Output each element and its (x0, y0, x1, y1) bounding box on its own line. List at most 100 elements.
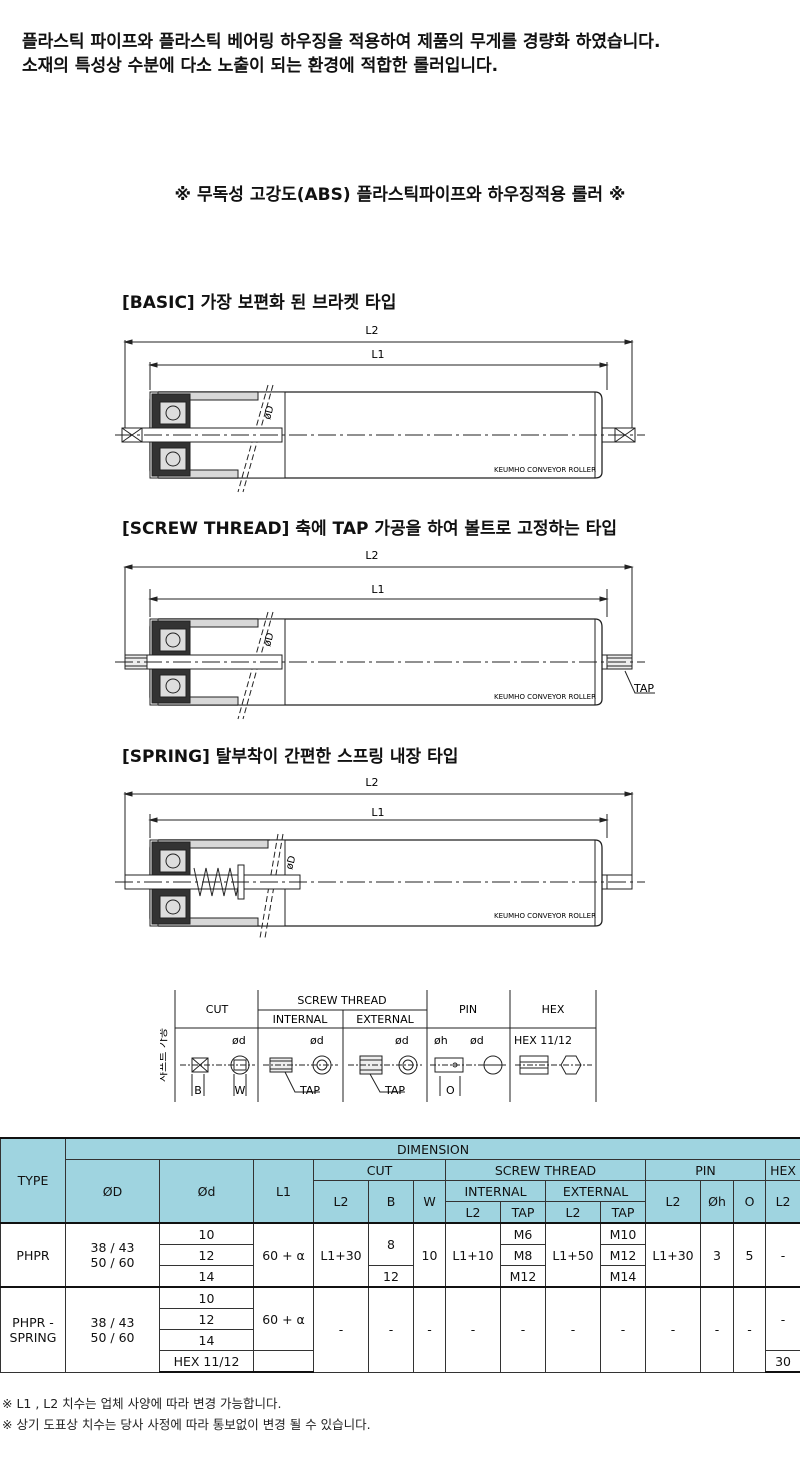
header-pin-o: O (733, 1180, 766, 1224)
phpr-cut-l2: L1+30 (313, 1222, 369, 1288)
section-title-screw: [SCREW THREAD] 축에 TAP 가공을 하여 볼트로 고정하는 타입 (122, 519, 617, 539)
cut-w-label: W (235, 1084, 246, 1097)
internal-phi-d: ød (310, 1034, 324, 1047)
hex-size-label: HEX 11/12 (514, 1034, 572, 1047)
notes: ※ L1 , L2 치수는 업체 사양에 따라 변경 가능합니다. ※ 상기 도… (2, 1393, 371, 1435)
header-pin-l2: L2 (645, 1180, 701, 1224)
dim-l1-label: L1 (371, 583, 384, 596)
brand-label: KEUMHO CONVEYOR ROLLER (494, 693, 596, 701)
header-internal-tap: TAP (500, 1201, 546, 1224)
shaft-hex-header: HEX (542, 1003, 565, 1016)
spring-cut-w: - (413, 1286, 446, 1373)
header-external: EXTERNAL (545, 1180, 646, 1202)
shaft-processing-diagram: 샤프트 가공 CUT SCREW THREAD INTERNAL EXTERNA… (160, 990, 597, 1102)
dim-l2-label: L2 (365, 776, 378, 789)
phpr-int-tap-1: M6 (500, 1222, 546, 1245)
roller-drawing-spring: L2 L1 øD KEUMHO CONVEYOR ROLLER (115, 776, 645, 939)
spring-pin-l2: - (645, 1286, 701, 1373)
spring-hex-l2: 30 (764, 1350, 800, 1373)
table-row: 12 M8 M12 (1, 1244, 800, 1266)
phpr-ext-tap-3: M14 (600, 1265, 646, 1288)
phpr-d-1: 10 (159, 1222, 254, 1245)
intro-text: 플라스틱 파이프와 플라스틱 베어링 하우징을 적용하여 제품의 무게를 경량화… (22, 30, 660, 78)
phpr-pin-oh: 3 (700, 1222, 734, 1288)
dim-l1-label: L1 (371, 348, 384, 361)
section-title-basic: [BASIC] 가장 보편화 된 브라켓 타입 (122, 293, 397, 313)
header-external-l2: L2 (545, 1201, 601, 1224)
phpr-pin-o: 5 (733, 1222, 766, 1288)
shaft-internal-header: INTERNAL (273, 1013, 329, 1026)
phpr-int-tap-2: M8 (500, 1244, 546, 1266)
shaft-pin-header: PIN (459, 1003, 477, 1016)
section-title-spring: [SPRING] 탈부착이 간편한 스프링 내장 타입 (122, 747, 459, 767)
shaft-cut-header: CUT (206, 1003, 229, 1016)
header-d: Ød (159, 1159, 254, 1224)
spring-int-tap: - (500, 1286, 546, 1373)
phpr-cut-b-12: 12 (368, 1265, 414, 1288)
spring-od-1: 38 / 43 (90, 1314, 135, 1330)
header-l1: L1 (253, 1159, 314, 1224)
table-row: 14 12 M12 M14 (1, 1265, 800, 1288)
spring-type: PHPR -SPRING (0, 1286, 66, 1373)
external-tap-label: TAP (384, 1084, 405, 1097)
spring-od-2: 50 / 60 (90, 1329, 135, 1345)
brand-label: KEUMHO CONVEYOR ROLLER (494, 912, 596, 920)
spring-type-2: SPRING (9, 1329, 57, 1345)
pin-phi-d: ød (470, 1034, 484, 1047)
external-phi-d: ød (395, 1034, 409, 1047)
shaft-side-label: 샤프트 가공 (160, 1028, 169, 1082)
phpr-cut-w: 10 (413, 1222, 446, 1288)
diameter-label: øD (262, 631, 276, 647)
header-pin-oh: Øh (700, 1180, 734, 1224)
table-row: HEX 11/12 30 (1, 1350, 800, 1373)
header-od: ØD (65, 1159, 160, 1224)
intro-line-1: 플라스틱 파이프와 플라스틱 베어링 하우징을 적용하여 제품의 무게를 경량화… (22, 32, 661, 52)
header-hex-l2: L2 (764, 1180, 800, 1224)
shaft-screw-header: SCREW THREAD (297, 994, 386, 1007)
spring-l1: 60 + α (253, 1286, 314, 1351)
cut-b-label: B (194, 1084, 202, 1097)
spring-d-1: 10 (159, 1286, 254, 1309)
spring-ext-l2: - (545, 1286, 601, 1373)
spring-pin-oh: - (700, 1286, 734, 1373)
diameter-label: øD (262, 404, 276, 420)
headline: ※ 무독성 고강도(ABS) 플라스틱파이프와 하우징적용 롤러 ※ (174, 185, 626, 205)
spring-type-1: PHPR - (12, 1314, 54, 1330)
header-dimension: DIMENSION (64, 1137, 800, 1160)
header-cut-w: W (413, 1180, 446, 1224)
header-internal: INTERNAL (445, 1180, 546, 1202)
roller-drawing-basic: L2 L1 øD KEUMHO CONVEYOR ROLLER (115, 324, 645, 493)
phpr-od-2: 50 / 60 (90, 1255, 135, 1270)
shaft-external-header: EXTERNAL (356, 1013, 414, 1026)
phpr-type: PHPR (0, 1222, 66, 1288)
phpr-pin-l2: L1+30 (645, 1222, 701, 1288)
cut-phi-d: ød (232, 1034, 246, 1047)
header-screw-thread: SCREW THREAD (445, 1159, 646, 1181)
dim-l2-label: L2 (365, 549, 378, 562)
phpr-ext-tap-1: M10 (600, 1222, 646, 1245)
internal-tap-label: TAP (299, 1084, 320, 1097)
brand-label: KEUMHO CONVEYOR ROLLER (494, 466, 596, 474)
spring-cut-l2: - (313, 1286, 369, 1373)
header-pin: PIN (645, 1159, 766, 1181)
phpr-d-3: 14 (159, 1265, 254, 1288)
spring-ext-tap: - (600, 1286, 646, 1373)
header-cut-l2: L2 (313, 1180, 369, 1224)
phpr-cut-b-8: 8 (368, 1222, 414, 1266)
header-type: TYPE (0, 1137, 66, 1224)
pin-phi-h: øh (434, 1034, 448, 1047)
tap-label: TAP (633, 682, 654, 695)
spring-d-3: 14 (159, 1329, 254, 1351)
dim-l2-label: L2 (365, 324, 378, 337)
pin-o-label: O (446, 1084, 455, 1097)
phpr-l1: 60 + α (253, 1222, 314, 1288)
spring-pin-o: - (733, 1286, 766, 1373)
phpr-ext-tap-2: M12 (600, 1244, 646, 1266)
phpr-int-l2: L1+10 (445, 1222, 501, 1288)
spring-int-l2: - (445, 1286, 501, 1373)
note-2: ※ 상기 도표상 치수는 당사 사정에 따라 통보없이 변경 될 수 있습니다. (2, 1417, 371, 1432)
